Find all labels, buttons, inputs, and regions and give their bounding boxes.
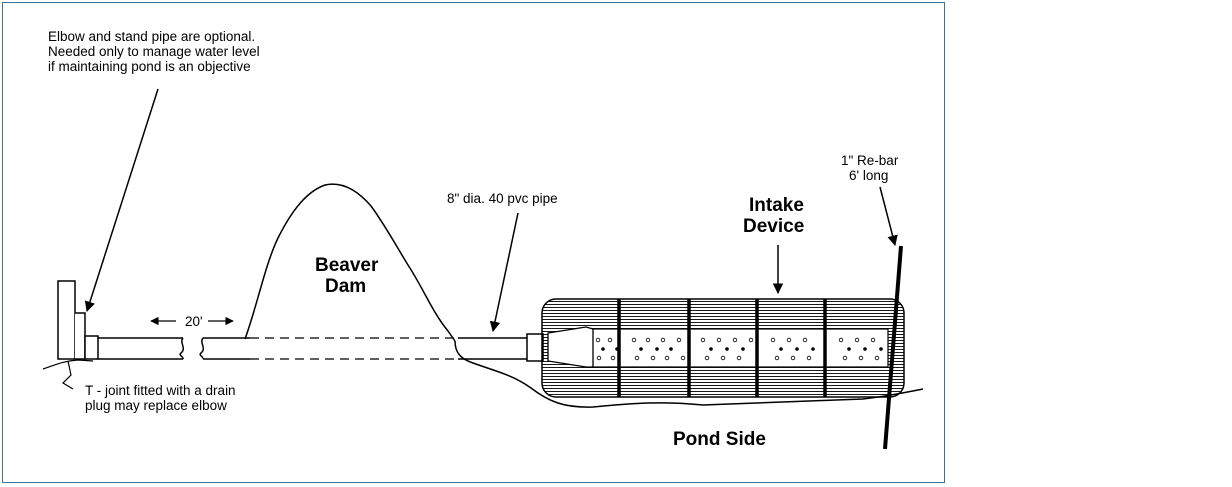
outlet-pipe bbox=[98, 337, 250, 360]
ground-line-left bbox=[42, 359, 94, 370]
rebar-label-line-1: 1" Re-bar bbox=[841, 153, 899, 168]
beaver-dam-label-line-1: Beaver bbox=[315, 255, 379, 276]
t-joint-note-line-1: T - joint fitted with a drain bbox=[85, 383, 236, 398]
elbow-note-arrow bbox=[84, 88, 159, 313]
pvc-pipe bbox=[458, 333, 544, 362]
stand-pipe bbox=[57, 280, 99, 360]
t-joint-leader bbox=[62, 360, 74, 390]
pond-side-label: Pond Side bbox=[673, 429, 766, 450]
intake-device-label-line-2: Device bbox=[743, 216, 804, 237]
rebar-label-line-2: 6' long bbox=[849, 168, 888, 183]
beaver-dam-label-line-2: Dam bbox=[325, 276, 366, 297]
length-label: 20' bbox=[185, 314, 203, 329]
figure-frame: Elbow and stand pipe are optional. Neede… bbox=[2, 2, 945, 483]
pipe-spec-label: 8" dia. 40 pvc pipe bbox=[447, 191, 558, 206]
beaver-dam-outline bbox=[244, 183, 456, 342]
intake-device-label-line-1: Intake bbox=[749, 195, 804, 216]
elbow-note-line-2: Needed only to manage water level bbox=[48, 44, 260, 59]
beaver-dam-pipe-diagram: Elbow and stand pipe are optional. Neede… bbox=[42, 29, 924, 450]
rebar-arrow bbox=[879, 186, 898, 247]
t-joint-note-line-2: plug may replace elbow bbox=[85, 398, 227, 413]
rebar-stake bbox=[883, 245, 903, 450]
pipe-spec-arrow bbox=[489, 212, 519, 333]
pond-bottom-line bbox=[454, 340, 924, 408]
elbow-note-line-3: if maintaining pond is an objective bbox=[48, 59, 251, 74]
elbow-note-line-1: Elbow and stand pipe are optional. bbox=[48, 29, 255, 44]
intake-device-cage bbox=[541, 298, 905, 398]
